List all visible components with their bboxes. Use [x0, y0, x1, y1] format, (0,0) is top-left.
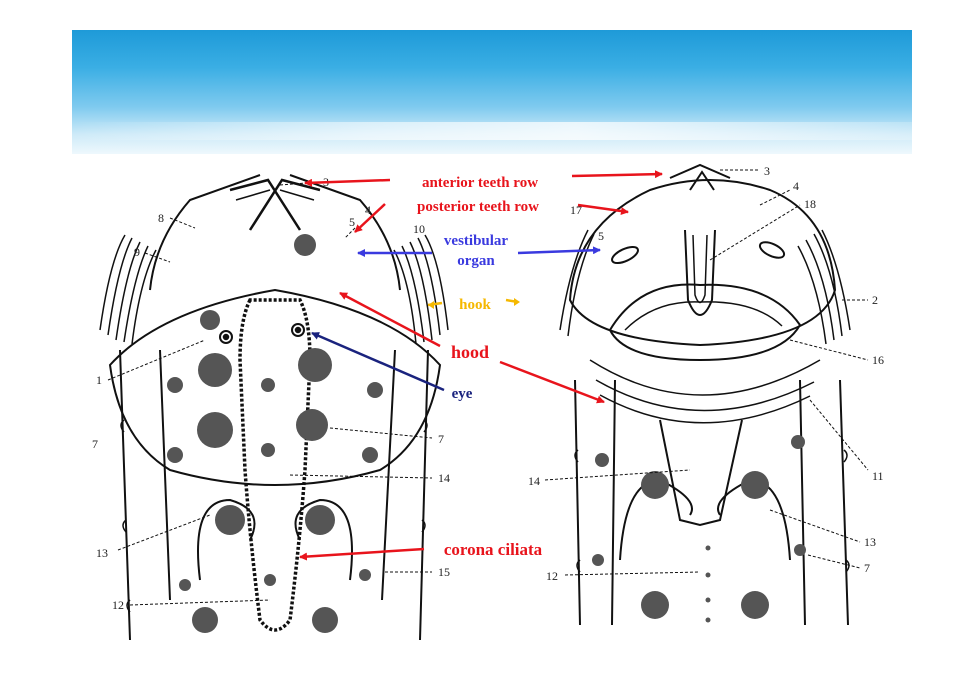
arrow-hood-left — [339, 291, 441, 348]
arrow-eye — [311, 331, 445, 392]
arrow-posterior-right — [577, 203, 629, 215]
label-num-4-right: 4 — [793, 179, 799, 193]
label-num-10: 10 — [413, 222, 425, 236]
label-num-13-left: 13 — [96, 546, 108, 560]
arrow-hook-right-head — [514, 298, 520, 306]
label-num-12-right: 12 — [546, 569, 558, 583]
label-num-16: 16 — [872, 353, 884, 367]
label-num-7-right: 7 — [864, 561, 870, 575]
label-num-18: 18 — [804, 197, 816, 211]
arrow-corona-ciliata — [299, 547, 425, 561]
left-number-labels: 3 8 9 5 4 10 1 7 7 14 13 15 12 — [92, 175, 450, 612]
label-num-2: 2 — [872, 293, 878, 307]
right-number-labels: 3 4 17 18 5 2 16 11 14 13 7 12 — [528, 164, 884, 583]
label-num-12-left: 12 — [112, 598, 124, 612]
label-vestibular-line1: vestibular — [444, 233, 509, 249]
label-hook: hook — [459, 297, 491, 313]
label-posterior-teeth-row: posterior teeth row — [417, 199, 539, 215]
arrow-hook-left-head — [428, 301, 434, 309]
label-num-17: 17 — [570, 203, 582, 217]
label-num-5-right: 5 — [598, 229, 604, 243]
label-num-7-left-a: 7 — [92, 437, 98, 451]
label-num-1: 1 — [96, 373, 102, 387]
label-corona-ciliata: corona ciliata — [444, 540, 543, 559]
label-anterior-teeth-row: anterior teeth row — [422, 175, 538, 191]
label-num-9: 9 — [134, 245, 140, 259]
arrow-anterior-left — [304, 178, 391, 187]
title-banner — [72, 30, 912, 154]
label-num-3-right: 3 — [764, 164, 770, 178]
label-num-13-right: 13 — [864, 535, 876, 549]
label-num-7-left-b: 7 — [438, 432, 444, 446]
label-num-5-left: 5 — [349, 215, 355, 229]
label-num-4-left: 4 — [365, 203, 371, 217]
label-num-8: 8 — [158, 211, 164, 225]
label-vestibular-line2: organ — [457, 253, 495, 269]
arrow-posterior-left — [354, 203, 386, 233]
arrow-hood-right — [499, 360, 605, 404]
label-hood: hood — [451, 342, 489, 362]
arrow-anterior-right — [571, 170, 663, 179]
label-num-15: 15 — [438, 565, 450, 579]
anatomy-figure — [72, 156, 912, 656]
arrow-vestibular-right — [517, 246, 601, 255]
annotations: anterior teeth row posterior teeth row v… — [299, 170, 663, 561]
label-num-14-left: 14 — [438, 471, 450, 485]
right-specimen-drawing — [559, 163, 851, 626]
banner-highlight — [72, 122, 912, 140]
label-num-11: 11 — [872, 469, 884, 483]
label-num-14-right: 14 — [528, 474, 540, 488]
label-eye: eye — [452, 386, 473, 402]
left-specimen-drawing — [99, 174, 449, 641]
